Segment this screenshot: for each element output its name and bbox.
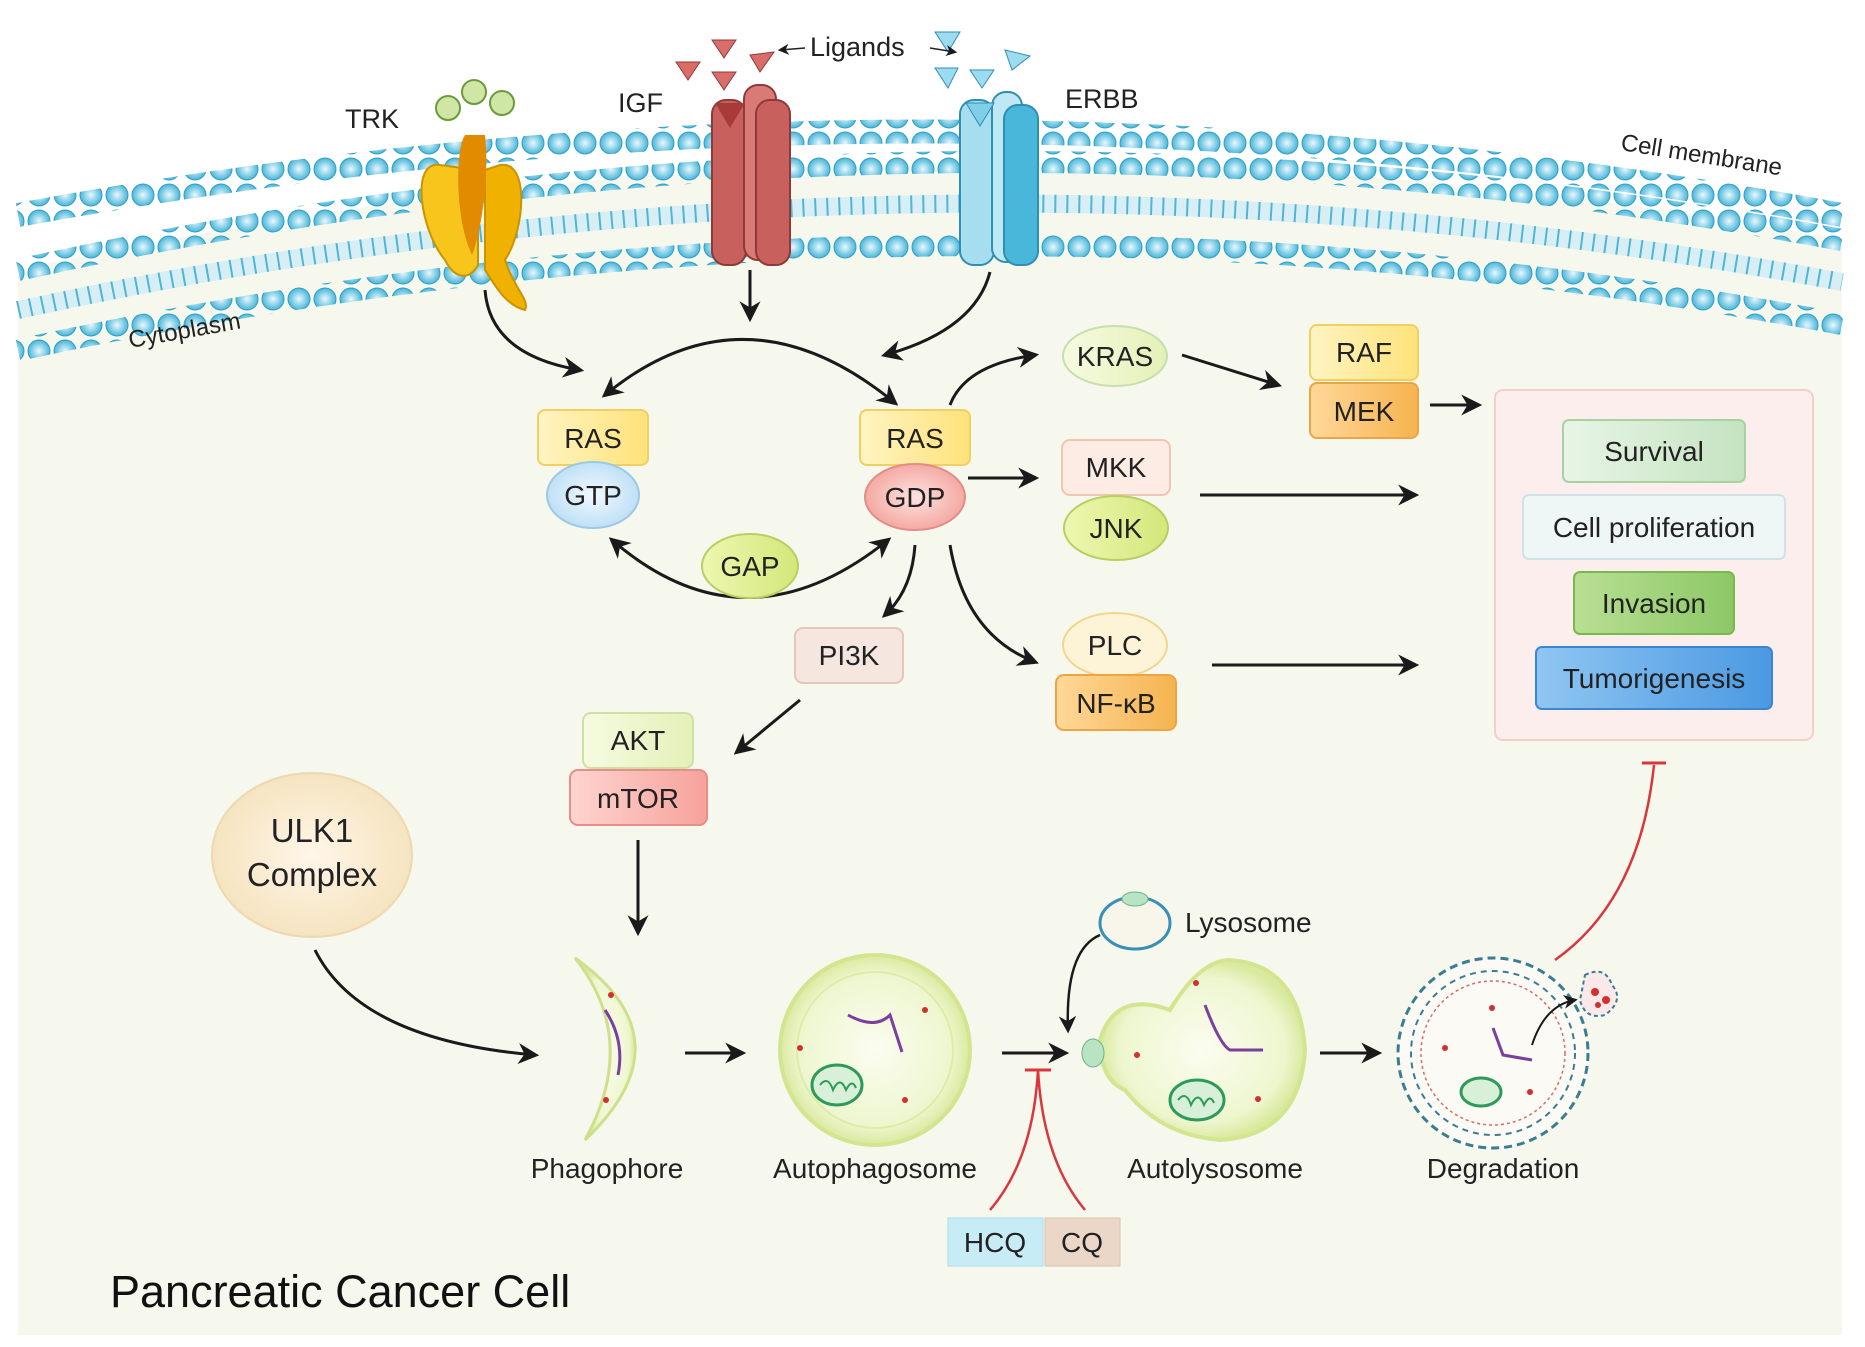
igf-receptor [675, 39, 791, 266]
cell-membrane [15, 119, 1845, 361]
outcome-proliferation: Cell proliferation [1553, 512, 1755, 543]
erbb-receptor [934, 31, 1039, 266]
pi3k-label: PI3K [819, 640, 880, 671]
mtor-label: mTOR [597, 783, 679, 814]
lysosome-label: Lysosome [1185, 907, 1312, 938]
stage-phagophore: Phagophore [531, 1153, 684, 1184]
trk-receptor [420, 79, 527, 312]
ligands-label: Ligands [810, 32, 905, 62]
outcome-invasion: Invasion [1602, 588, 1706, 619]
gtp-label: GTP [564, 480, 622, 511]
kras-label: KRAS [1077, 341, 1153, 372]
gdp-node [864, 463, 966, 531]
mek-label: MEK [1334, 396, 1395, 427]
raf-label: RAF [1336, 337, 1392, 368]
ulk1-line2: Complex [247, 856, 378, 893]
page-title: Pancreatic Cancer Cell [110, 1266, 570, 1317]
mek-box [1309, 382, 1419, 439]
autophagosome-icon [778, 953, 972, 1147]
trk-label: TRK [345, 104, 399, 134]
mtor-box [569, 769, 708, 826]
ulk1-line1: ULK1 [271, 812, 354, 849]
degradation-icon [1396, 956, 1619, 1150]
ras-gtp-label: RAS [564, 423, 622, 454]
akt-box [582, 712, 694, 769]
outcome-tumorigenesis: Tumorigenesis [1563, 663, 1746, 694]
pi3k-box [794, 627, 904, 684]
gtp-node [546, 461, 640, 529]
akt-label: AKT [611, 725, 665, 756]
erbb-label: ERBB [1065, 84, 1139, 114]
ras-gdp-label: RAS [886, 423, 944, 454]
cq-label: CQ [1061, 1227, 1103, 1258]
kras-node [1062, 325, 1168, 387]
outcome-invasion-box [1573, 571, 1735, 635]
cq-box [1044, 1217, 1121, 1267]
hcq-box [947, 1217, 1044, 1267]
phagophore-icon [573, 956, 637, 1142]
nfkb-label: NF-κB [1076, 688, 1155, 719]
gdp-label: GDP [885, 482, 946, 513]
outcome-survival: Survival [1604, 436, 1704, 467]
stage-autophagosome: Autophagosome [773, 1153, 977, 1184]
outcome-tumorigenesis-box [1535, 646, 1773, 710]
stage-degradation: Degradation [1427, 1153, 1580, 1184]
gap-label: GAP [720, 551, 779, 582]
igf-label: IGF [618, 88, 663, 118]
ulk1-complex-node [211, 772, 413, 938]
hcq-label: HCQ [964, 1227, 1026, 1258]
raf-box [1309, 324, 1419, 381]
mkk-label: MKK [1086, 452, 1147, 483]
jnk-label: JNK [1090, 513, 1143, 544]
plc-label: PLC [1088, 630, 1142, 661]
lysosome-icon [1098, 891, 1172, 951]
outcome-survival-box [1562, 419, 1746, 483]
nfkb-box [1055, 674, 1177, 731]
jnk-node [1063, 495, 1169, 561]
cytoplasm-area [18, 161, 1842, 1336]
outcome-proliferation-box [1522, 494, 1786, 560]
autolysosome-icon [1081, 957, 1308, 1143]
gap-node [701, 533, 799, 599]
stage-autolysosome: Autolysosome [1127, 1153, 1303, 1184]
